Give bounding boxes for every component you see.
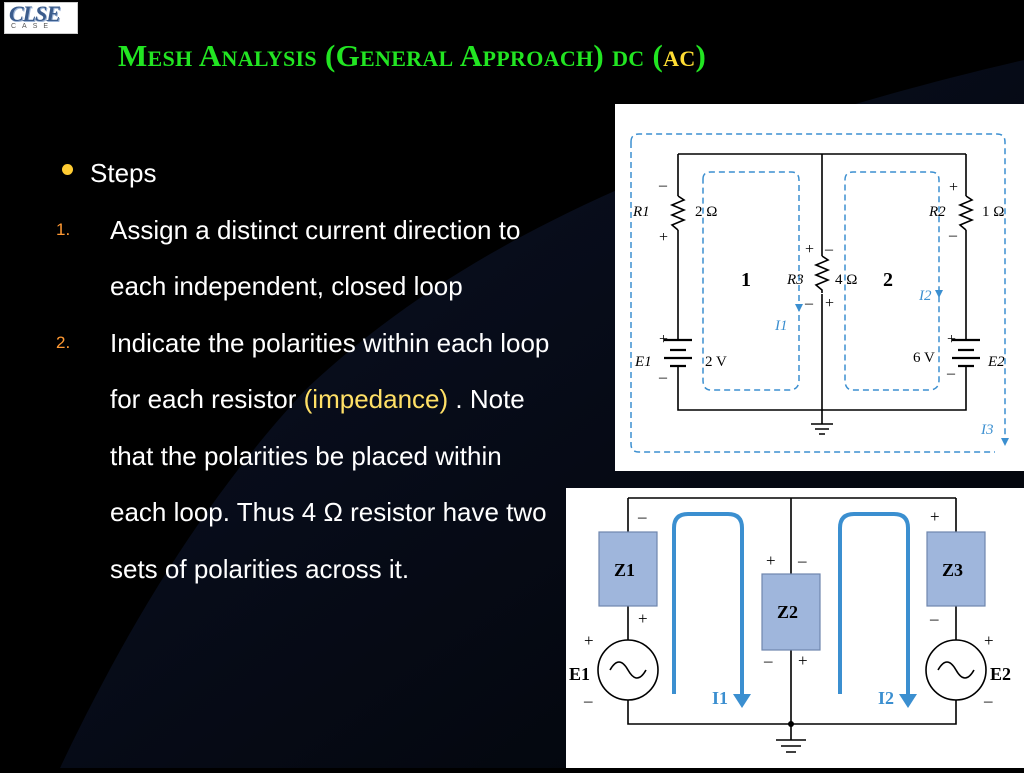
e1-label: E1 [634, 354, 652, 370]
i1-label: I1 [774, 318, 788, 334]
e1-value: 2 V [705, 354, 727, 370]
svg-text:+: + [584, 631, 594, 650]
svg-text:–: – [804, 295, 814, 312]
logo-text: CLSE [9, 1, 61, 26]
step-text: Indicate the polarities within each loop… [110, 327, 550, 415]
r2-label: R2 [928, 204, 946, 220]
svg-text:–: – [658, 177, 668, 194]
z1-label: Z1 [614, 560, 635, 580]
svg-text:+: + [766, 551, 776, 570]
i2-label: I2 [918, 288, 932, 304]
svg-text:–: – [948, 227, 958, 244]
logo: CLSE CASE [4, 1, 78, 34]
z3-label: Z3 [942, 560, 963, 580]
r2-value: 1 Ω [982, 204, 1004, 220]
i1-label: I1 [712, 688, 728, 708]
ac-circuit-figure: Z1 Z2 Z3 E1 E2 I1 I2 – + + – – + + – + – + – [566, 488, 1024, 768]
step-1: 1. Assign a distinct current direction t… [56, 202, 556, 315]
z2-label: Z2 [777, 602, 798, 622]
bullet-item: Steps [56, 145, 556, 202]
svg-text:–: – [637, 507, 647, 526]
logo-subtext: CASE [11, 23, 55, 30]
svg-text:–: – [658, 369, 668, 386]
svg-text:+: + [805, 241, 814, 258]
svg-text:–: – [583, 691, 593, 710]
r1-value: 2 Ω [695, 204, 717, 220]
i3-label: I3 [980, 422, 994, 438]
title-close: ) [695, 38, 707, 73]
e2-value: 6 V [913, 350, 935, 366]
svg-text:–: – [946, 365, 956, 382]
svg-text:+: + [949, 179, 958, 196]
step-text: Assign a distinct current direction to e… [110, 214, 521, 302]
r1-label: R1 [632, 204, 650, 220]
bullet-text: Steps [90, 158, 157, 188]
title-main: Mesh Analysis (General Approach) dc ( [118, 38, 664, 73]
step-highlight: (impedance) [303, 384, 449, 414]
step-text-post: . Note that the polarities be placed wit… [110, 384, 547, 584]
svg-text:–: – [983, 691, 993, 710]
slide-title: Mesh Analysis (General Approach) dc (ac) [118, 38, 1018, 74]
step-2: 2. Indicate the polarities within each l… [56, 315, 556, 598]
svg-text:+: + [947, 331, 956, 348]
svg-text:+: + [659, 331, 668, 348]
svg-text:+: + [659, 229, 668, 246]
svg-text:–: – [797, 551, 807, 570]
svg-text:+: + [984, 631, 994, 650]
svg-text:–: – [824, 241, 834, 258]
svg-text:+: + [825, 295, 834, 312]
slide-content: Steps 1. Assign a distinct current direc… [56, 145, 556, 597]
step-number: 1. [56, 219, 71, 239]
e2-label: E2 [990, 664, 1011, 684]
svg-text:–: – [929, 609, 939, 628]
svg-text:+: + [798, 651, 808, 670]
i2-label: I2 [878, 688, 894, 708]
r3-value: 4 Ω [835, 272, 857, 288]
e2-label: E2 [987, 354, 1005, 370]
dc-circuit-figure: R1 2 Ω R2 1 Ω R3 4 Ω E1 2 V 6 V E2 1 2 I… [615, 104, 1024, 471]
title-ac: ac [663, 38, 696, 73]
loop-2-label: 2 [883, 269, 893, 291]
bullet-dot [62, 164, 73, 175]
loop-1-label: 1 [741, 269, 751, 291]
step-number: 2. [56, 332, 71, 352]
svg-text:–: – [763, 651, 773, 670]
svg-text:+: + [930, 507, 940, 526]
e1-label: E1 [569, 664, 590, 684]
svg-text:+: + [638, 609, 648, 628]
r3-label: R3 [786, 272, 804, 288]
